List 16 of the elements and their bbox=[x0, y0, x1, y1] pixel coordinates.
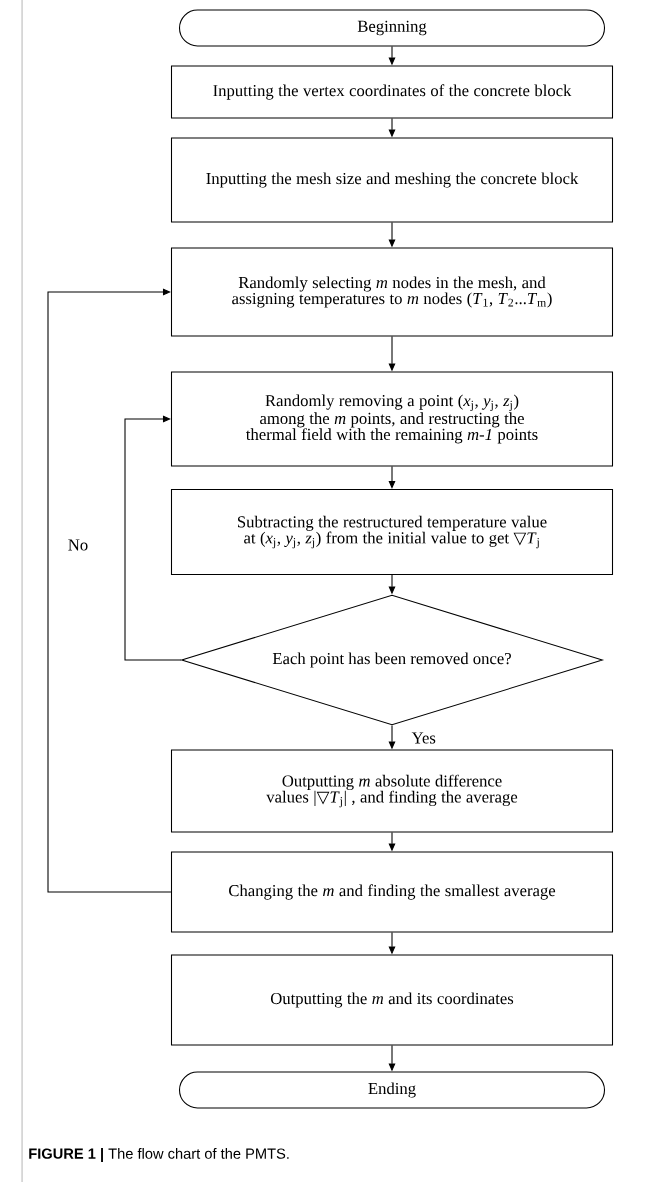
edge-label: No bbox=[66, 538, 90, 552]
arrow bbox=[47, 288, 172, 893]
process-box: Subtracting the restructured temperature value at (x$_{j}$, y$_{j}$, z$_{j}$) from the initial value to get ▽T$_{j}$ bbox=[170, 488, 614, 576]
arrow bbox=[124, 415, 182, 661]
process-box: Outputting m absolute difference values |▽T$_{j}$| , and finding the average bbox=[170, 749, 614, 833]
process-box: Changing the m and finding the smallest average bbox=[170, 851, 614, 933]
process-box: Inputting the mesh size and meshing the concrete block bbox=[170, 137, 614, 223]
process-box: Outputting the m and its coordinates bbox=[170, 954, 614, 1046]
process-box: Randomly selecting m nodes in the mesh, and assigning temperatures to m nodes (T$_{1}$, T$_{2}$...T$_{m}$) bbox=[170, 247, 614, 337]
process-box: Randomly removing a point (x$_{j}$, y$_{j}$, z$_{j}$) among the m points, and restructing the thermal field with the remaining m-1 points bbox=[170, 371, 614, 467]
process-box: Inputting the vertex coordinates of the concrete block bbox=[170, 65, 614, 119]
arrow bbox=[388, 466, 396, 489]
terminator-box: Ending bbox=[178, 1071, 606, 1109]
edge-label: Yes bbox=[410, 731, 438, 745]
caption: FIGURE 1 | The flow chart of the PMTS. bbox=[29, 1148, 289, 1162]
terminator-box: Beginning bbox=[178, 9, 606, 47]
